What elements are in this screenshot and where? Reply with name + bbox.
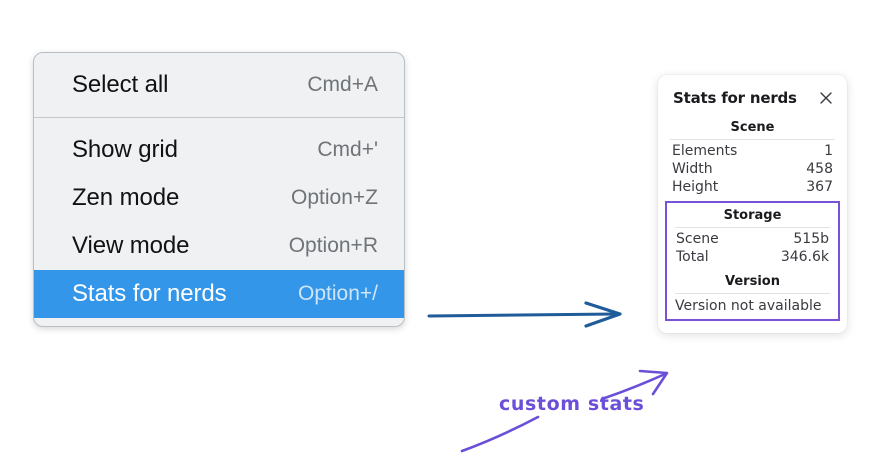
stat-value: 1 [824, 143, 833, 159]
stat-row-elements: Elements 1 [658, 142, 847, 160]
menu-item-shortcut: Cmd+' [317, 138, 378, 161]
menu-item-shortcut: Option+R [288, 234, 378, 257]
stat-row-storage-total: Total 346.6k [667, 248, 838, 266]
stat-key: Elements [672, 143, 738, 159]
stat-value: 367 [806, 179, 833, 195]
stat-row-storage-scene: Scene 515b [667, 230, 838, 248]
version-note: Version not available [675, 298, 822, 314]
section-divider [675, 227, 830, 228]
panel-title: Stats for nerds [673, 89, 797, 107]
stat-value: 515b [793, 231, 829, 247]
menu-group-2: Show grid Cmd+' Zen mode Option+Z View m… [34, 117, 404, 326]
menu-item-label: Show grid [72, 136, 178, 163]
menu-item-show-grid[interactable]: Show grid Cmd+' [34, 126, 404, 174]
section-divider [675, 293, 830, 294]
stat-row-height: Height 367 [658, 178, 847, 196]
close-icon[interactable] [818, 90, 834, 106]
stat-value: 346.6k [780, 249, 829, 265]
menu-item-zen-mode[interactable]: Zen mode Option+Z [34, 174, 404, 222]
context-menu[interactable]: Select all Cmd+A Show grid Cmd+' Zen mod… [33, 52, 405, 327]
stat-value: 458 [806, 161, 833, 177]
menu-group-1: Select all Cmd+A [34, 53, 404, 117]
menu-item-view-mode[interactable]: View mode Option+R [34, 222, 404, 270]
menu-item-shortcut: Option+Z [291, 186, 378, 209]
blue-arrow-annotation [427, 301, 622, 328]
stats-for-nerds-panel: Stats for nerds Scene Elements 1 Width 4… [658, 75, 847, 333]
menu-item-shortcut: Cmd+A [307, 73, 378, 96]
menu-item-select-all[interactable]: Select all Cmd+A [34, 61, 404, 109]
menu-item-stats-for-nerds[interactable]: Stats for nerds Option+/ [34, 270, 404, 318]
section-title-storage: Storage [723, 208, 782, 223]
menu-item-label: View mode [72, 232, 190, 259]
stat-key: Scene [676, 231, 719, 247]
menu-item-label: Zen mode [72, 184, 180, 211]
stat-key: Width [672, 161, 713, 177]
section-title-version: Version [725, 274, 780, 289]
stat-row-width: Width 458 [658, 160, 847, 178]
purple-underline-annotation [460, 415, 540, 453]
panel-header: Stats for nerds [658, 89, 847, 107]
section-title-scene: Scene [730, 120, 775, 135]
custom-stats-annotation-label: custom stats [499, 393, 645, 415]
stat-key: Height [672, 179, 719, 195]
menu-item-label: Select all [72, 71, 169, 98]
menu-item-label: Stats for nerds [72, 280, 227, 307]
custom-stats-highlight-box: Storage Scene 515b Total 346.6k Version … [665, 201, 840, 321]
menu-item-shortcut: Option+/ [298, 282, 378, 305]
stat-key: Total [676, 249, 709, 265]
section-divider [670, 139, 835, 140]
